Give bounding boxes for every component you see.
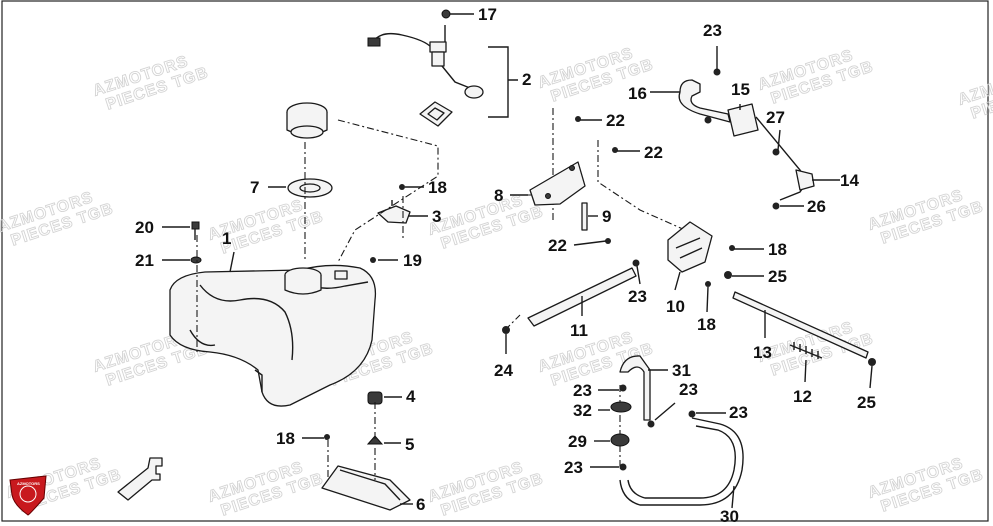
clamp-group: [324, 68, 876, 471]
callout-number: 10: [666, 297, 685, 316]
callout-leader-line: [804, 359, 807, 383]
callout-number: 1: [222, 229, 231, 248]
callout-number: 12: [793, 387, 812, 406]
callout-number: 14: [840, 171, 859, 190]
callout-number: 32: [573, 401, 592, 420]
bracket-2: [488, 46, 518, 118]
callout-number: 3: [432, 207, 441, 226]
callout-number: 23: [564, 458, 583, 477]
callout-number: 13: [753, 343, 772, 362]
hose-31: [619, 355, 651, 421]
callout-number: 22: [644, 143, 663, 162]
callout-number: 25: [857, 393, 876, 412]
callout-number: 2: [522, 70, 531, 89]
callout-number: 18: [697, 315, 716, 334]
callout-number: 21: [135, 251, 154, 270]
logo-text: AZMOTORS: [17, 481, 40, 486]
callout-number: 22: [548, 236, 567, 255]
callout-number: 26: [807, 197, 826, 216]
spring-12: [789, 342, 823, 359]
fuel-filter-line: [678, 79, 815, 201]
callout-number: 20: [135, 218, 154, 237]
callout-number: 18: [768, 240, 787, 259]
valve-32-29: [610, 401, 632, 447]
callout-leaders: [162, 13, 873, 509]
callout-leader-line: [654, 402, 676, 421]
callout-leader-line: [869, 365, 873, 389]
pump-bracket: [529, 161, 586, 206]
hose-13: [732, 291, 869, 359]
callout-leader-line: [573, 240, 607, 246]
callout-number: 23: [703, 21, 722, 40]
callout-number: 31: [672, 361, 691, 380]
callout-leader-line: [229, 251, 235, 273]
callout-number: 11: [570, 321, 588, 340]
callout-number: 19: [403, 251, 422, 270]
callout-number: 8: [494, 186, 503, 205]
callout-labels: 17 2 23 16 15 27 14 26 22 22 18 7 3 8 9 22 18 20 21 1 19 25 23…: [135, 5, 876, 526]
callout-leader-line: [731, 485, 735, 509]
callout-number: 18: [276, 429, 295, 448]
callout-leader-line: [636, 265, 641, 285]
fuel-sender: [367, 9, 484, 99]
callout-number: 23: [729, 403, 748, 422]
callout-number: 5: [405, 435, 414, 454]
hose-30: [619, 417, 744, 506]
callout-number: 17: [478, 5, 497, 24]
callout-number: 29: [568, 432, 587, 451]
callout-number: 23: [573, 381, 592, 400]
callout-number: 23: [679, 380, 698, 399]
callout-number: 25: [768, 267, 787, 286]
callout-leader-line: [674, 271, 681, 291]
pump-pin: [581, 202, 588, 231]
callout-number: 6: [416, 495, 425, 514]
bolt-20: [190, 221, 202, 264]
cap-gasket: [287, 178, 333, 198]
fuel-tank: [169, 264, 377, 407]
fuel-cap: [286, 102, 328, 139]
callout-leader-line: [777, 129, 781, 151]
brand-logo: AZMOTORS: [9, 475, 47, 516]
callout-number: 30: [720, 507, 739, 526]
callout-number: 24: [494, 361, 513, 380]
callout-number: 15: [731, 80, 750, 99]
callout-number: 23: [628, 287, 647, 306]
callout-number: 7: [250, 178, 259, 197]
tank-bottom-bracket: [321, 465, 411, 511]
callout-number: 18: [428, 178, 447, 197]
callout-leader-line: [706, 286, 709, 313]
front-arrow-icon: [117, 457, 163, 501]
callout-number: 16: [628, 84, 647, 103]
callout-number: 4: [406, 387, 416, 406]
callout-number: 22: [606, 111, 625, 130]
fuel-pump: [667, 221, 713, 273]
callout-number: 27: [766, 108, 785, 127]
callout-number: 9: [602, 207, 611, 226]
sender-gasket: [419, 101, 453, 127]
